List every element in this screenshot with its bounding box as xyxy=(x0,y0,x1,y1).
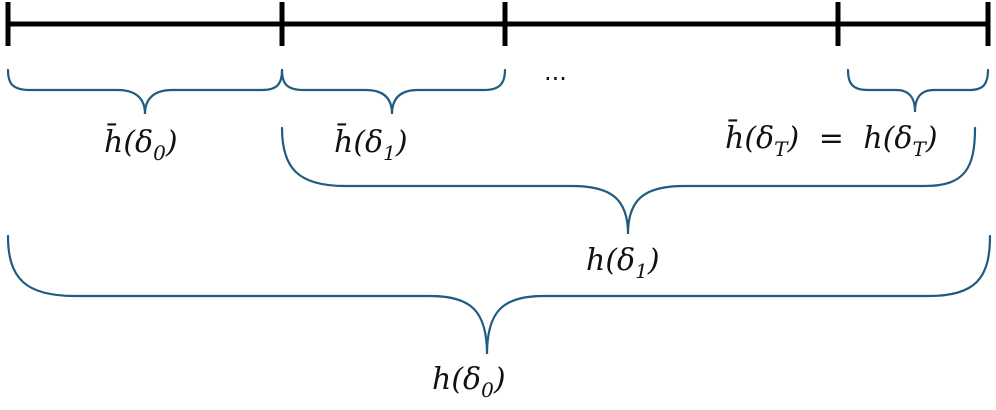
brace-interval-0 xyxy=(6,68,284,115)
label-hbar-delta1: h̄(δ1) xyxy=(334,122,408,165)
brace-h-delta0 xyxy=(6,234,992,355)
brace-interval-T xyxy=(846,68,990,113)
label-hbar-deltaT-equals-h-deltaT: h̄(δT) = h(δT) xyxy=(725,118,938,161)
label-h-delta0: h(δ0) xyxy=(432,362,506,402)
timeline xyxy=(5,2,991,46)
timeline-ellipsis: ... xyxy=(544,58,567,86)
brace-h-delta1 xyxy=(280,126,977,235)
brace-interval-1 xyxy=(280,68,507,115)
label-hbar-delta0: h̄(δ0) xyxy=(104,122,178,165)
label-h-delta1: h(δ1) xyxy=(586,243,660,283)
